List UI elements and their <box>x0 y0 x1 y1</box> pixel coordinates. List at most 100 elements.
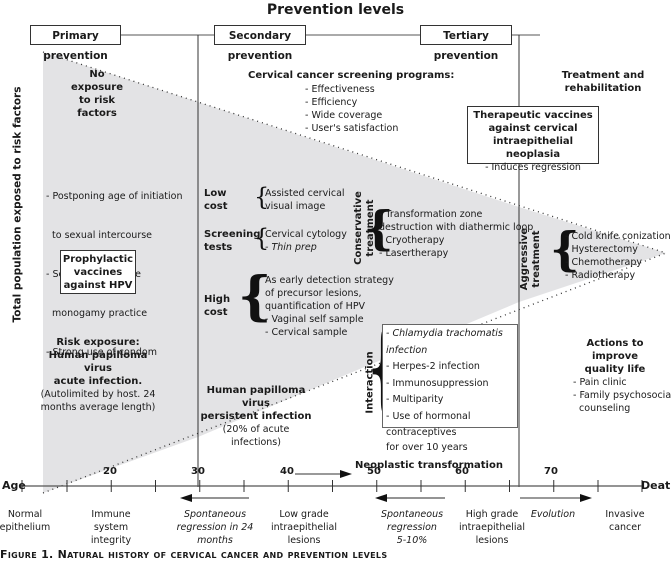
stage-regression-5-10: Spontaneous regression 5-10% <box>367 508 457 547</box>
high-cost-items: As early detection strategy of precursor… <box>265 274 394 339</box>
low-cost-items: Assisted cervical visual image <box>265 187 345 213</box>
no-exposure-label: No exposure to risk factors <box>62 68 132 120</box>
aggressive-line: treatment <box>531 230 542 288</box>
quality-life-block: Actions to improve quality life - Pain c… <box>565 337 671 415</box>
regression510-arrow <box>375 494 445 502</box>
tick-label-30: 30 <box>191 466 205 477</box>
level-primary: Primary prevention <box>30 25 121 62</box>
therapeutic-line: Therapeutic vaccines <box>473 110 593 121</box>
high-cost-line: High <box>204 294 231 305</box>
stage-line: Evolution <box>530 509 576 520</box>
screening-programs-title: Cervical cancer screening programs: <box>248 70 455 81</box>
vaccine-line: vaccines <box>73 267 123 278</box>
stage-evolution: Evolution <box>508 508 598 521</box>
treatment-line: rehabilitation <box>564 83 642 94</box>
high-cost-item: - Cervical sample <box>265 327 348 338</box>
screening-programs-list: - Effectiveness - Efficiency - Wide cove… <box>305 83 398 135</box>
stage-line: epithelium <box>0 522 51 533</box>
therapeutic-note: - Induces regression <box>485 162 581 173</box>
therapeutic-vaccine-box: Therapeutic vaccines against cervical in… <box>467 106 599 173</box>
interaction-item: - Chlamydia trachomatis infection <box>386 328 503 356</box>
stage-line: regression <box>387 522 437 533</box>
aggressive-item: - Chemotherapy <box>565 257 642 268</box>
primary-measure: monogamy practice <box>46 308 148 319</box>
y-axis-label: Total population exposed to risk factors <box>11 86 24 323</box>
therapeutic-line: against cervical <box>488 123 578 134</box>
tick-label-20: 20 <box>103 466 117 477</box>
treatment-line: Treatment and <box>561 70 645 81</box>
conservative-item: destruction with diathermic loop <box>379 222 534 233</box>
level-secondary: Secondary prevention <box>214 25 306 62</box>
funnel-top-edge <box>42 51 667 254</box>
stage-line: cancer <box>608 522 642 533</box>
stage-line: intraepithelial <box>271 522 337 533</box>
persistent-infection-block: Human papilloma virus persistent infecti… <box>200 384 312 449</box>
primary-measure: to sexual intercourse <box>46 230 153 241</box>
stage-low-grade: Low grade intraepithelial lesions <box>259 508 349 547</box>
low-cost-brace: { <box>254 183 270 211</box>
primary-measure: - Postponing age of initiation <box>46 191 183 202</box>
screening-item: - Effectiveness <box>305 84 375 95</box>
aggressive-item: - Radiotherapy <box>565 270 636 281</box>
high-cost-item: - Vaginal self sample <box>265 314 364 325</box>
stage-line: Normal <box>7 509 43 520</box>
high-cost-item: As early detection strategy <box>265 275 394 286</box>
interaction-item: - Herpes-2 infection <box>386 361 480 372</box>
high-cost-brace: { <box>238 266 272 327</box>
vaccine-line: Prophylactic <box>62 254 134 265</box>
conservative-brace: { <box>364 201 394 255</box>
age-label: Age <box>2 479 26 492</box>
vaccine-line: against HPV <box>63 280 133 291</box>
evolution-arrow <box>520 494 592 502</box>
conservative-item: - Cryotherapy <box>379 235 445 246</box>
screening-tests-brace: { <box>254 224 270 252</box>
stage-line: Low grade <box>279 509 329 520</box>
stage-line: regression in 24 <box>176 522 254 533</box>
quality-title: Actions to improve <box>586 338 644 362</box>
interaction-item: for over 10 years <box>386 441 468 453</box>
conservative-item: - Lasertherapy <box>379 248 449 259</box>
no-exposure-line: to risk factors <box>77 95 117 119</box>
high-cost-item: of precursor lesions, <box>265 288 362 299</box>
neoplastic-transformation-label: Neoplastic transformation <box>355 460 503 471</box>
quality-item: counseling <box>573 403 631 414</box>
high-cost-item: quantification of HPV <box>265 301 366 312</box>
screening-test-item: Cervical cytology <box>265 229 347 240</box>
screening-tests-line: tests <box>204 242 233 253</box>
persistent-title: Human papilloma virus <box>206 385 306 409</box>
aggressive-brace: { <box>550 222 580 276</box>
interaction-item: - Immunosuppression <box>386 377 489 389</box>
stage-line: intraepithelial <box>459 522 525 533</box>
quality-item: - Pain clinic <box>573 377 627 388</box>
screening-test-item: - Thin prep <box>265 242 317 253</box>
stage-line: Immune <box>91 509 131 520</box>
primary-measure: - Strong use of condom <box>46 347 157 358</box>
tick-label-60: 60 <box>455 466 469 477</box>
screening-item: - User's satisfaction <box>305 123 399 134</box>
aggressive-item: - Hysterectomy <box>565 244 638 255</box>
high-cost-label: High cost <box>204 293 230 319</box>
stage-immune-integrity: Immune system integrity <box>66 508 156 547</box>
interaction-box: - Chlamydia trachomatis infection - Herp… <box>382 324 518 453</box>
stage-line: 5-10% <box>396 535 428 546</box>
risk-exposure-title: Risk exposure: <box>56 337 140 348</box>
risk-exposure-note: months average length) <box>40 402 156 413</box>
tick-label-70: 70 <box>544 466 558 477</box>
stage-invasive-cancer: Invasive cancer <box>580 508 670 534</box>
stage-line: Spontaneous <box>380 509 444 520</box>
interaction-item: - Use of hormonal contraceptives <box>386 410 471 439</box>
aggressive-items: - Cold knife conization - Hysterectomy -… <box>565 230 671 282</box>
interaction-item: - Multiparity <box>386 394 444 405</box>
quality-item: - Family psychosocial <box>573 390 671 401</box>
screening-item: - Efficiency <box>305 97 358 108</box>
prophylactic-vaccine-box: Prophylactic vaccines against HPV <box>60 250 136 294</box>
stage-line: lesions <box>287 535 321 546</box>
low-cost-line: Low <box>204 188 227 199</box>
death-label: Death <box>641 479 671 492</box>
conservative-item: - Transformation zone <box>379 209 483 220</box>
neoplastic-arrow <box>295 470 352 478</box>
low-cost-line: cost <box>204 201 228 212</box>
figure-caption: Figure 1. Natural history of cervical ca… <box>0 548 388 561</box>
risk-exposure-note: (Autolimited by host. 24 <box>40 389 156 400</box>
risk-exposure-block: Risk exposure: Human papilloma virus acu… <box>36 336 160 414</box>
